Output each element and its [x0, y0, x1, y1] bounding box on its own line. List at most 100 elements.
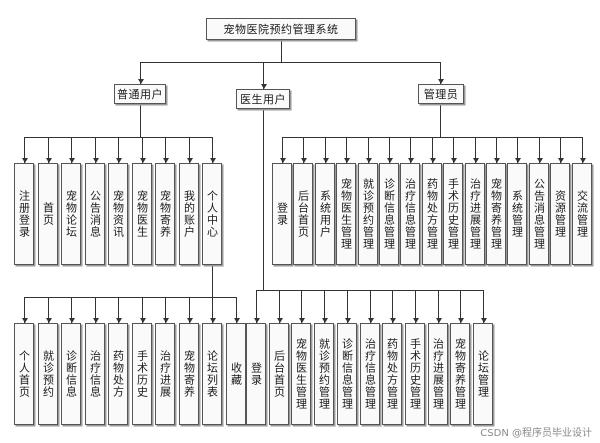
- connector-line: [140, 62, 440, 63]
- connector-line: [48, 137, 49, 163]
- doctor-module-label: 就诊预约管理: [317, 338, 331, 410]
- admin-module-label: 系统管理: [510, 190, 524, 238]
- watermark: CSDN @程序员毕业设计: [480, 428, 592, 439]
- connector-arrow: [260, 84, 267, 89]
- connector-arrow: [557, 158, 564, 163]
- doctor-module-label: 后台首页: [272, 350, 286, 398]
- doctor-module-box: 宠物医生管理: [291, 323, 311, 425]
- connector-line: [140, 62, 141, 84]
- connector-line: [212, 265, 213, 297]
- connector-arrow: [386, 158, 393, 163]
- connector-arrow: [279, 158, 286, 163]
- connector-line: [483, 290, 484, 323]
- user-module-box: 个人中心: [202, 163, 222, 265]
- admin-module-label: 交流管理: [575, 190, 589, 238]
- connector-arrow: [276, 318, 283, 323]
- connector-line: [325, 137, 326, 163]
- category-doctor-label: 医生用户: [240, 93, 286, 106]
- center-module-box: 宠物寄养: [179, 323, 199, 425]
- connector-line: [281, 40, 282, 62]
- connector-arrow: [480, 318, 487, 323]
- user-module-box: 宠物医生: [132, 163, 152, 265]
- connector-arrow: [115, 158, 122, 163]
- connector-line: [389, 137, 390, 163]
- admin-module-label: 药物处方管理: [425, 178, 439, 250]
- admin-module-label: 治疗进展管理: [468, 178, 482, 250]
- admin-module-box: 系统管理: [507, 163, 527, 265]
- admin-module-box: 资源管理: [550, 163, 570, 265]
- admin-module-box: 诊断信息管理: [379, 163, 399, 265]
- center-module-label: 药物处方: [111, 350, 125, 398]
- connector-line: [118, 137, 119, 163]
- connector-arrow: [514, 158, 521, 163]
- connector-arrow: [412, 318, 419, 323]
- connector-line: [453, 137, 454, 163]
- connector-line: [392, 290, 393, 323]
- admin-module-box: 宠物医生管理: [336, 163, 356, 265]
- connector-line: [140, 104, 141, 137]
- center-module-box: 就诊预约: [38, 323, 58, 425]
- center-module-box: 治疗信息: [85, 323, 105, 425]
- connector-arrow: [579, 158, 586, 163]
- center-module-label: 手术历史: [135, 350, 149, 398]
- doctor-module-box: 后台首页: [269, 323, 289, 425]
- doctor-module-label: 手术历史管理: [408, 338, 422, 410]
- connector-line: [303, 137, 304, 163]
- admin-module-box: 交流管理: [572, 163, 592, 265]
- connector-line: [440, 62, 441, 84]
- connector-line: [582, 137, 583, 163]
- center-module-label: 论坛列表: [205, 350, 219, 398]
- connector-line: [460, 290, 461, 323]
- doctor-module-box: 登录: [246, 323, 266, 425]
- connector-arrow: [186, 318, 193, 323]
- connector-line: [415, 290, 416, 323]
- admin-module-label: 就诊预约管理: [361, 178, 375, 250]
- center-module-box: 个人首页: [14, 323, 34, 425]
- user-module-box: 宠物资讯: [108, 163, 128, 265]
- admin-module-box: 登录: [272, 163, 292, 265]
- connector-line: [24, 137, 25, 163]
- admin-module-label: 诊断信息管理: [382, 178, 396, 250]
- admin-module-box: 药物处方管理: [422, 163, 442, 265]
- connector-line: [432, 137, 433, 163]
- admin-module-box: 宠物寄养管理: [486, 163, 506, 265]
- connector-line: [142, 137, 143, 163]
- connector-line: [142, 297, 143, 323]
- connector-arrow: [367, 318, 374, 323]
- connector-line: [71, 137, 72, 163]
- connector-line: [118, 297, 119, 323]
- root-title-box: 宠物医院预约管理系统: [206, 18, 356, 40]
- doctor-module-box: 就诊预约管理: [314, 323, 334, 425]
- admin-module-box: 后台首页: [293, 163, 313, 265]
- user-module-label: 宠物寄养: [158, 190, 172, 238]
- doctor-module-label: 治疗信息管理: [363, 338, 377, 410]
- admin-module-label: 手术历史管理: [446, 178, 460, 250]
- admin-module-label: 宠物医生管理: [339, 178, 353, 250]
- connector-line: [347, 290, 348, 323]
- connector-arrow: [209, 158, 216, 163]
- doctor-module-box: 论坛管理: [473, 323, 493, 425]
- category-doctor-box: 医生用户: [236, 89, 290, 109]
- connector-line: [212, 297, 213, 323]
- admin-module-box: 治疗进展管理: [465, 163, 485, 265]
- admin-module-box: 就诊预约管理: [358, 163, 378, 265]
- center-module-box: 手术历史: [132, 323, 152, 425]
- connector-line: [410, 137, 411, 163]
- connector-arrow: [115, 318, 122, 323]
- doctor-module-label: 登录: [249, 362, 263, 386]
- connector-arrow: [300, 158, 307, 163]
- connector-arrow: [92, 318, 99, 323]
- connector-line: [236, 297, 237, 323]
- doctor-module-box: 手术历史管理: [405, 323, 425, 425]
- center-module-label: 治疗进展: [158, 350, 172, 398]
- connector-arrow: [68, 318, 75, 323]
- doctor-module-label: 诊断信息管理: [340, 338, 354, 410]
- user-module-box: 宠物寄养: [155, 163, 175, 265]
- connector-arrow: [21, 158, 28, 163]
- connector-arrow: [92, 158, 99, 163]
- category-admin-label: 管理员: [423, 88, 459, 101]
- user-module-label: 宠物医生: [135, 190, 149, 238]
- user-module-label: 宠物资讯: [111, 190, 125, 238]
- connector-line: [368, 137, 369, 163]
